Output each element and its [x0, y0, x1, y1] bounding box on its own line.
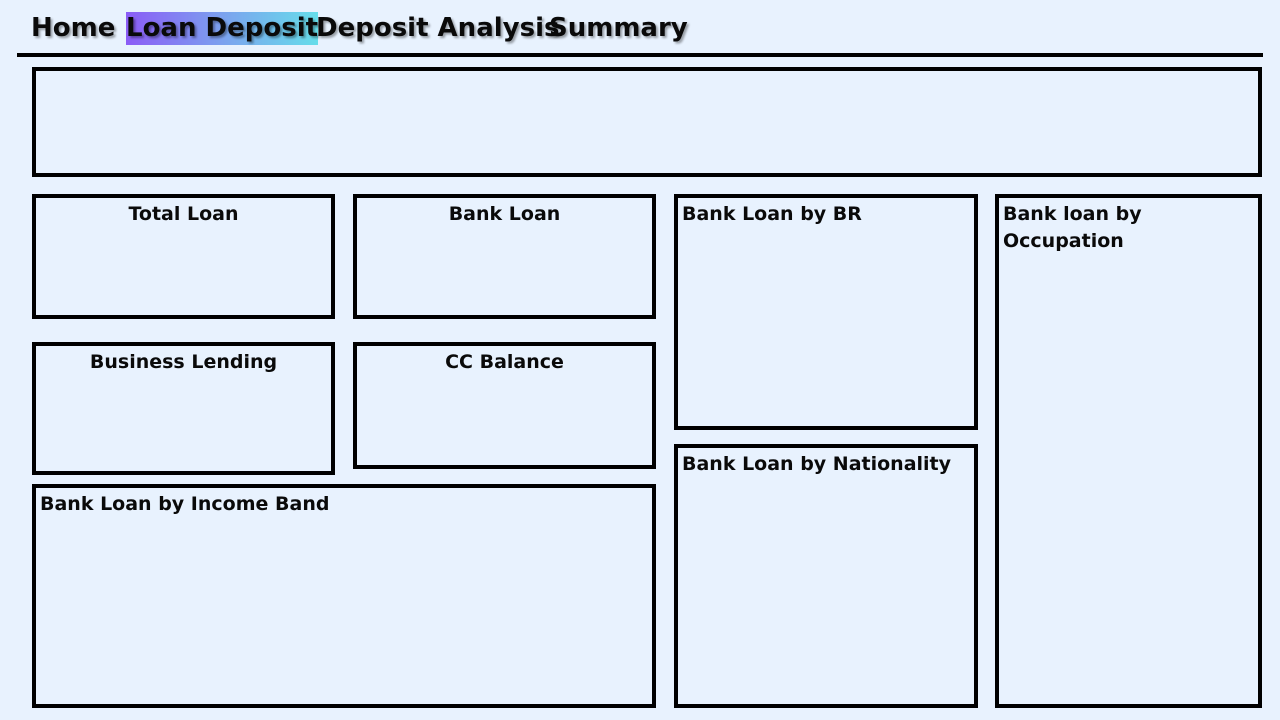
business-lending-card: Business Lending: [32, 342, 335, 475]
bank-loan-by-occupation-title: Bank loan by Occupation: [1003, 203, 1142, 252]
bank-loan-by-nationality-title: Bank Loan by Nationality: [682, 453, 952, 475]
nav-loan-deposit[interactable]: Loan Deposit: [126, 12, 319, 45]
header-banner-panel: [32, 67, 1262, 177]
bank-loan-by-occupation-panel: Bank loan by Occupation: [995, 194, 1262, 708]
nav-divider: [17, 53, 1263, 57]
top-navigation: Home Loan Deposit Deposit Analysis Summa…: [0, 0, 1280, 57]
bank-loan-by-nationality-panel: Bank Loan by Nationality: [674, 444, 978, 708]
nav-deposit-analysis[interactable]: Deposit Analysis: [316, 13, 560, 43]
business-lending-title: Business Lending: [89, 351, 278, 373]
total-loan-card: Total Loan: [32, 194, 335, 319]
bank-loan-by-br-title: Bank Loan by BR: [682, 203, 862, 225]
bank-loan-by-income-band-title: Bank Loan by Income Band: [40, 493, 330, 515]
nav-summary[interactable]: Summary: [549, 13, 688, 43]
bank-loan-by-br-panel: Bank Loan by BR: [674, 194, 978, 430]
bank-loan-by-income-band-panel: Bank Loan by Income Band: [32, 484, 656, 708]
cc-balance-title: CC Balance: [445, 351, 564, 373]
bank-loan-title: Bank Loan: [448, 203, 561, 225]
nav-home[interactable]: Home: [31, 13, 116, 43]
total-loan-title: Total Loan: [128, 203, 239, 225]
bank-loan-card: Bank Loan: [353, 194, 656, 319]
cc-balance-card: CC Balance: [353, 342, 656, 469]
